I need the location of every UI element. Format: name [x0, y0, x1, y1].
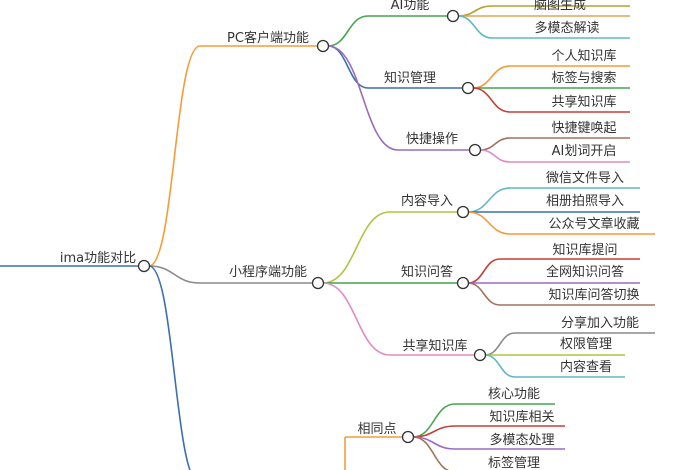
topic-label: AI功能: [391, 0, 430, 13]
topic-collapse-knob: [461, 81, 475, 95]
leaf-label: 相册拍照导入: [546, 194, 624, 209]
leaf-connector: [467, 282, 501, 306]
topic-connector: [327, 45, 399, 151]
topic-collapse-knob: [468, 143, 482, 157]
topic-connector: [322, 211, 391, 284]
topic-label: 快捷操作: [406, 131, 458, 147]
leaf-connector: [412, 436, 449, 470]
leaf-label: 标签与搜索: [551, 70, 616, 86]
leaf-label: 全网知识问答: [546, 264, 624, 280]
leaf-label: 多模态解读: [534, 20, 599, 36]
branch-collapse-knob: [311, 276, 325, 290]
leaf-label: 快捷键唤起: [551, 121, 616, 136]
branch-connector: [148, 265, 191, 470]
topic-collapse-knob: [446, 9, 460, 23]
topic-collapse-knob: [456, 205, 470, 219]
leaf-label: AI划词开启: [552, 144, 617, 159]
topic-label: 相同点: [357, 422, 396, 437]
branch-label: PC客户端功能: [227, 30, 309, 46]
topic-label: 内容导入: [401, 193, 453, 209]
leaf-connector: [484, 354, 516, 378]
root-collapse-knob: [137, 259, 151, 273]
leaf-connector: [467, 187, 511, 213]
leaf-connector: [467, 211, 511, 235]
topic-collapse-knob: [456, 276, 470, 290]
topic-collapse-knob: [401, 430, 415, 444]
branch-connector: [148, 45, 201, 267]
leaf-connector: [484, 332, 516, 356]
leaf-label: 知识库问答切换: [548, 287, 639, 303]
topic-collapse-knob: [473, 348, 487, 362]
leaf-label: 知识库提问: [552, 242, 617, 258]
root-node-label: ima功能对比: [60, 251, 136, 266]
leaf-connector: [472, 65, 511, 89]
topic-connector: [327, 45, 369, 89]
leaf-connector: [457, 15, 493, 39]
leaf-label: 权限管理: [560, 336, 612, 352]
leaf-label: 公众号文章收藏: [548, 216, 639, 232]
leaf-label: 多模态处理: [489, 432, 554, 448]
leaf-connector: [479, 149, 511, 163]
leaf-connector: [479, 137, 511, 151]
topic-label: 知识问答: [401, 264, 453, 280]
topic-connector: [322, 282, 391, 356]
branch-connector: [148, 265, 201, 284]
leaf-connector: [457, 5, 493, 17]
topic-label: 共享知识库: [402, 338, 467, 354]
branch-collapse-knob: [316, 39, 330, 53]
leaf-label: 分享加入功能: [561, 315, 639, 331]
leaf-label: 核心功能: [488, 387, 540, 402]
leaf-label: 微信文件导入: [546, 171, 624, 186]
leaf-connector: [467, 258, 501, 284]
topic-label: 知识管理: [384, 70, 436, 86]
branch-label: 小程序端功能: [229, 265, 307, 280]
leaf-label: 内容查看: [560, 359, 612, 375]
leaf-label: 脑图生成: [534, 0, 586, 13]
leaf-label: 标签管理: [488, 455, 540, 470]
topic-connector: [327, 15, 369, 47]
leaf-label: 个人知识库: [551, 48, 616, 64]
leaf-label: 知识库相关: [489, 409, 554, 425]
leaf-label: 共享知识库: [551, 94, 616, 110]
leaf-connector: [472, 87, 511, 113]
